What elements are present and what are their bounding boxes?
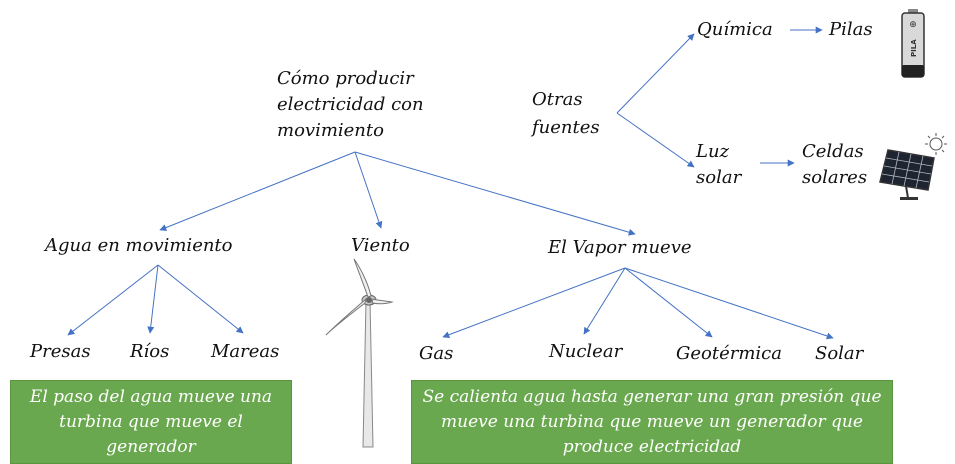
solar-panel-icon xyxy=(879,133,947,200)
arrow-root-wind xyxy=(354,151,383,229)
chemical-node: Química xyxy=(697,19,773,40)
arrow-water-tides xyxy=(157,264,244,334)
nuclear-node: Nuclear xyxy=(549,341,623,362)
other-sources-node: Otras fuentes xyxy=(532,89,600,138)
root-node: Cómo producir electricidad con movimient… xyxy=(277,68,424,141)
water-note-box: El paso del agua mueve una turbina que m… xyxy=(10,380,292,464)
solar-node: Solar xyxy=(815,343,864,364)
arrow-water-dams xyxy=(67,264,159,336)
gas-node: Gas xyxy=(419,343,454,364)
steam-note-box: Se calienta agua hasta generar una gran … xyxy=(411,380,893,464)
svg-text:⊕: ⊕ xyxy=(909,20,917,30)
arrow-root-steam xyxy=(354,151,636,236)
arrow-steam-geothermal xyxy=(624,267,713,338)
rivers-node: Ríos xyxy=(130,341,170,362)
sunlight-node: Luz solar xyxy=(696,141,742,188)
batteries-node: Pilas xyxy=(829,19,873,40)
battery-icon: ⊕ PILA xyxy=(901,9,925,78)
geothermal-node: Geotérmica xyxy=(676,343,782,364)
arrow-water-rivers xyxy=(147,264,159,334)
arrow-other-chemical xyxy=(616,33,695,114)
arrow-root-water xyxy=(159,151,356,231)
tides-node: Mareas xyxy=(211,341,280,362)
dams-node: Presas xyxy=(30,341,91,362)
arrow-steam-solar xyxy=(624,267,834,340)
water-node: Agua en movimiento xyxy=(45,235,233,256)
arrow-steam-nuclear xyxy=(583,267,626,335)
wind-node: Viento xyxy=(351,235,410,256)
wind-turbine-icon xyxy=(325,258,394,448)
arrow-steam-gas xyxy=(442,267,626,339)
battery-label: PILA xyxy=(910,39,918,57)
arrow-other-sunlight xyxy=(616,112,695,168)
steam-node: El Vapor mueve xyxy=(548,237,692,258)
solar-cells-node: Celdas solares xyxy=(802,141,868,188)
